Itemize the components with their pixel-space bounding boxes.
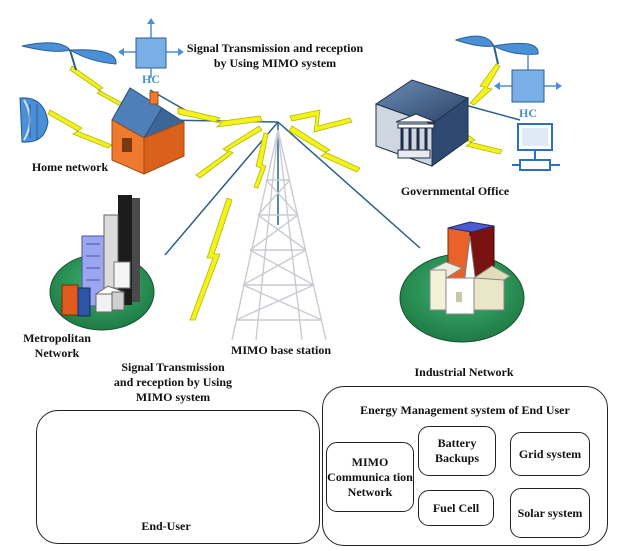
hc-box-icon (118, 18, 184, 78)
government-building-icon (374, 79, 470, 167)
bolt-hub-metro (195, 125, 263, 179)
fuel-cell-box: Fuel Cell (418, 490, 494, 526)
tower-icon (231, 129, 327, 341)
metropolitan-network-label: Metropolitan Network (23, 331, 91, 360)
title-label: Signal Transmission and reception by Usi… (186, 41, 364, 70)
bolt-hub-down (253, 132, 269, 189)
bolt-hub-right (288, 125, 361, 173)
city-icon (49, 195, 155, 331)
antenna-icon (21, 42, 117, 71)
antenna-icon-right (454, 35, 539, 65)
solar-system-box: Solar system (510, 488, 590, 538)
bolt-gov-antenna (469, 63, 501, 106)
governmental-office-label: Governmental Office (400, 184, 510, 198)
bolt-home-hub (177, 107, 263, 128)
hc-label-right: HC (519, 106, 537, 120)
bolt-home-antenna (69, 65, 129, 109)
hc-box-icon-right (494, 44, 562, 103)
bolt-home-dish (47, 109, 113, 149)
energy-panel-title: Energy Management system of End User (360, 403, 570, 417)
computer-icon (512, 123, 560, 171)
mimo-communication-box: MIMO Communica tion Network (326, 442, 414, 512)
battery-backups-box: Battery Backups (418, 426, 496, 476)
end-user-panel (36, 410, 320, 544)
hc-label-left: HC (142, 72, 160, 86)
mimo-base-station-label: MIMO base station (231, 343, 331, 357)
grid-system-box: Grid system (510, 432, 590, 476)
bolt-enduser (189, 197, 233, 321)
signal-transmission-label: Signal Transmission and reception by Usi… (113, 360, 233, 404)
dish-icon (19, 97, 49, 143)
church-icon (399, 221, 525, 343)
house-icon (111, 87, 185, 175)
home-network-label: Home network (31, 160, 109, 174)
bolt-hub-gov (289, 109, 353, 133)
end-user-label: End-User (141, 519, 191, 533)
industrial-network-label: Industrial Network (414, 365, 514, 379)
